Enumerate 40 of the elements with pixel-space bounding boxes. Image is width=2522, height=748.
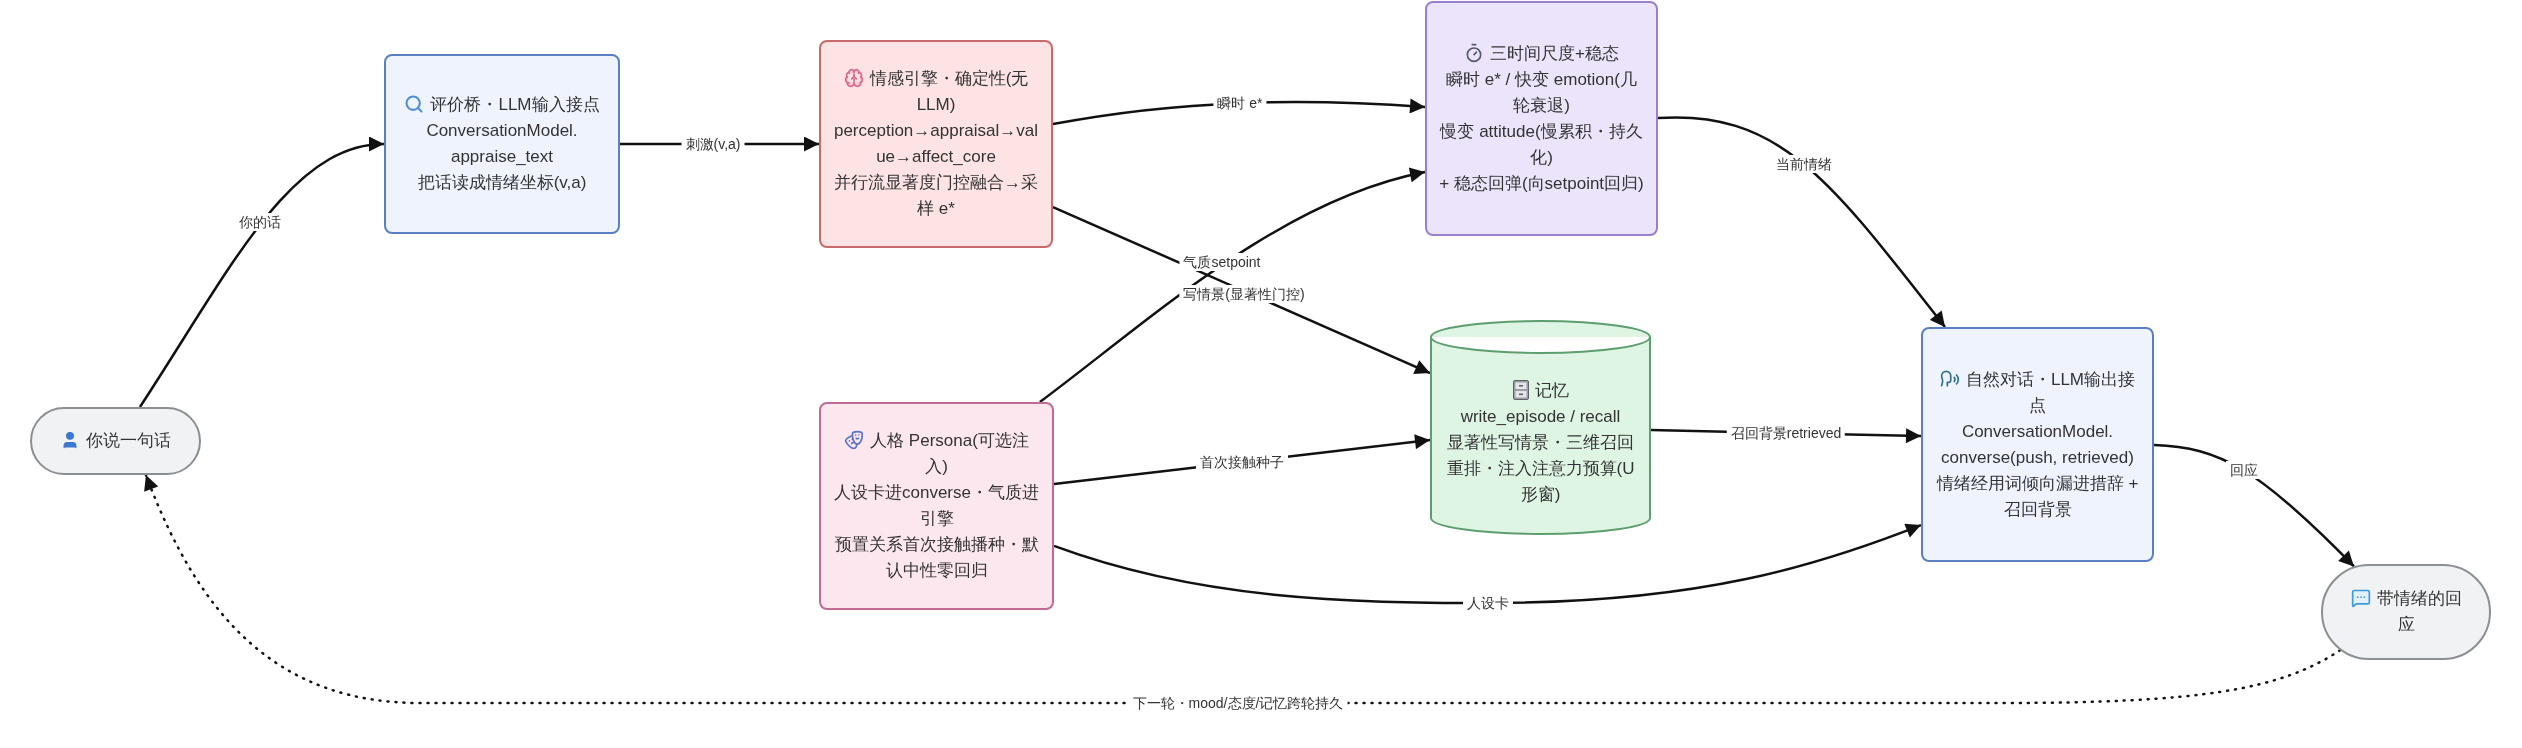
- edge-label: 下一轮・mood/态度/记忆跨轮持久: [1128, 694, 1348, 712]
- node-text: write_episode / recall: [1460, 405, 1621, 428]
- node-text: 人设卡进converse・气质进引擎: [833, 482, 1040, 530]
- node-text: ConversationModel.: [426, 120, 578, 142]
- node-text: appraise_text: [450, 146, 554, 168]
- arrow: [138, 138, 385, 408]
- process-box: [1425, 1, 1658, 236]
- node-title: 情感引擎・确定性(无LLM): [869, 69, 1029, 114]
- process-box: [1921, 327, 2154, 562]
- node-text: + 稳态回弹(向setpoint回归): [1439, 172, 1644, 195]
- node-text: 并行流显著度门控融合→采样 e*: [833, 172, 1039, 220]
- edge-label: 召回背景retrieved: [1726, 424, 1846, 442]
- process-box: [819, 402, 1054, 610]
- node-text: converse(push, retrieved): [1941, 446, 2134, 469]
- node-text: 把话读成情绪坐标(v,a): [417, 172, 587, 194]
- node-text: 慢变 attitude(慢累积・持久化): [1439, 120, 1644, 169]
- node-title: 记忆: [1534, 380, 1569, 400]
- node-title: 带情绪的回应: [2376, 589, 2462, 634]
- arrow: [1039, 168, 1426, 403]
- dotted-arrow: [144, 473, 2342, 705]
- process-box: [819, 40, 1053, 248]
- edge-label: 人设卡: [1463, 594, 1513, 612]
- node-title: 三时间尺度+稳态: [1490, 43, 1619, 63]
- process-box: [384, 54, 620, 234]
- edge-label: 首次接触种子: [1196, 453, 1288, 471]
- node-text: 情绪经用词倾向漏进措辞 + 召回背景: [1935, 472, 2140, 521]
- node-title: 人格 Persona(可选注入): [870, 431, 1029, 476]
- edge-label: 瞬时 e*: [1213, 94, 1267, 112]
- node-text: ConversationModel.: [1961, 420, 2114, 443]
- node-text: 显著性写情景・三维召回重排・注入注意力预算(U形窗): [1445, 431, 1636, 506]
- node-text: perception→appraisal→value→affect_core: [833, 120, 1039, 168]
- edge-label: 刺激(v,a): [681, 135, 745, 153]
- arrow: [1053, 523, 1922, 605]
- node-text: 预置关系首次接触播种・默认中性零回归: [833, 534, 1040, 582]
- node-text: 瞬时 e* / 快变 emotion(几轮衰退): [1445, 68, 1638, 117]
- node-title: 自然对话・LLM输出接点: [1965, 369, 2136, 415]
- arrow: [1658, 116, 1946, 328]
- node-title: 你说一句话: [86, 431, 171, 450]
- edge-label: 回应: [2226, 461, 2262, 479]
- node-title: 评价桥・LLM输入接点: [430, 95, 600, 114]
